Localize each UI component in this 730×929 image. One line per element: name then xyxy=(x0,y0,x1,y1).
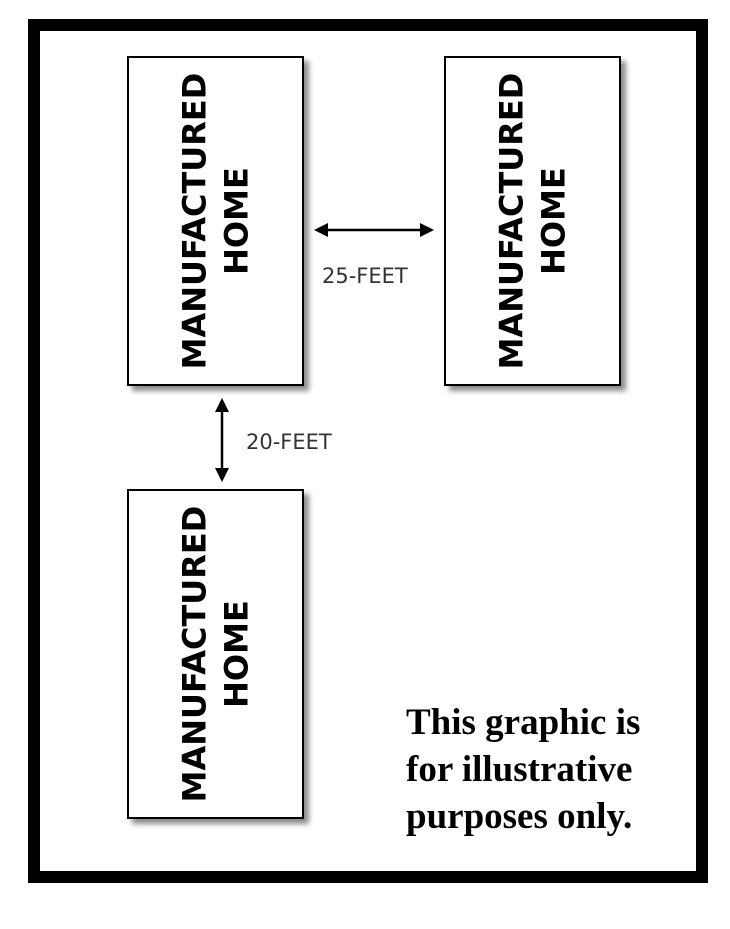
manufactured-home-top-right: MANUFACTURED HOME xyxy=(444,56,621,386)
home-label-line2: HOME xyxy=(533,167,572,275)
disclaimer-line1: This graphic is xyxy=(406,702,641,743)
disclaimer-note: This graphic is for illustrative purpose… xyxy=(406,700,640,841)
manufactured-home-top-left: MANUFACTURED HOME xyxy=(127,56,304,386)
home-label-line1: MANUFACTURED xyxy=(174,72,213,370)
home-label-line1: MANUFACTURED xyxy=(491,72,530,370)
disclaimer-line2: for illustrative xyxy=(406,748,633,790)
home-label-line1: MANUFACTURED xyxy=(174,505,213,803)
vertical-double-arrow-icon xyxy=(215,398,229,482)
horizontal-double-arrow-icon xyxy=(314,223,434,237)
horizontal-distance-label: 25-FEET xyxy=(322,264,408,288)
disclaimer-line3: purposes only. xyxy=(406,795,633,837)
home-label: MANUFACTURED HOME xyxy=(491,73,574,370)
home-label-line2: HOME xyxy=(216,167,255,275)
vertical-distance-label: 20-FEET xyxy=(246,430,332,454)
home-label: MANUFACTURED HOME xyxy=(174,506,257,803)
manufactured-home-bottom: MANUFACTURED HOME xyxy=(127,489,304,819)
home-label: MANUFACTURED HOME xyxy=(174,73,257,370)
home-label-line2: HOME xyxy=(216,600,255,708)
